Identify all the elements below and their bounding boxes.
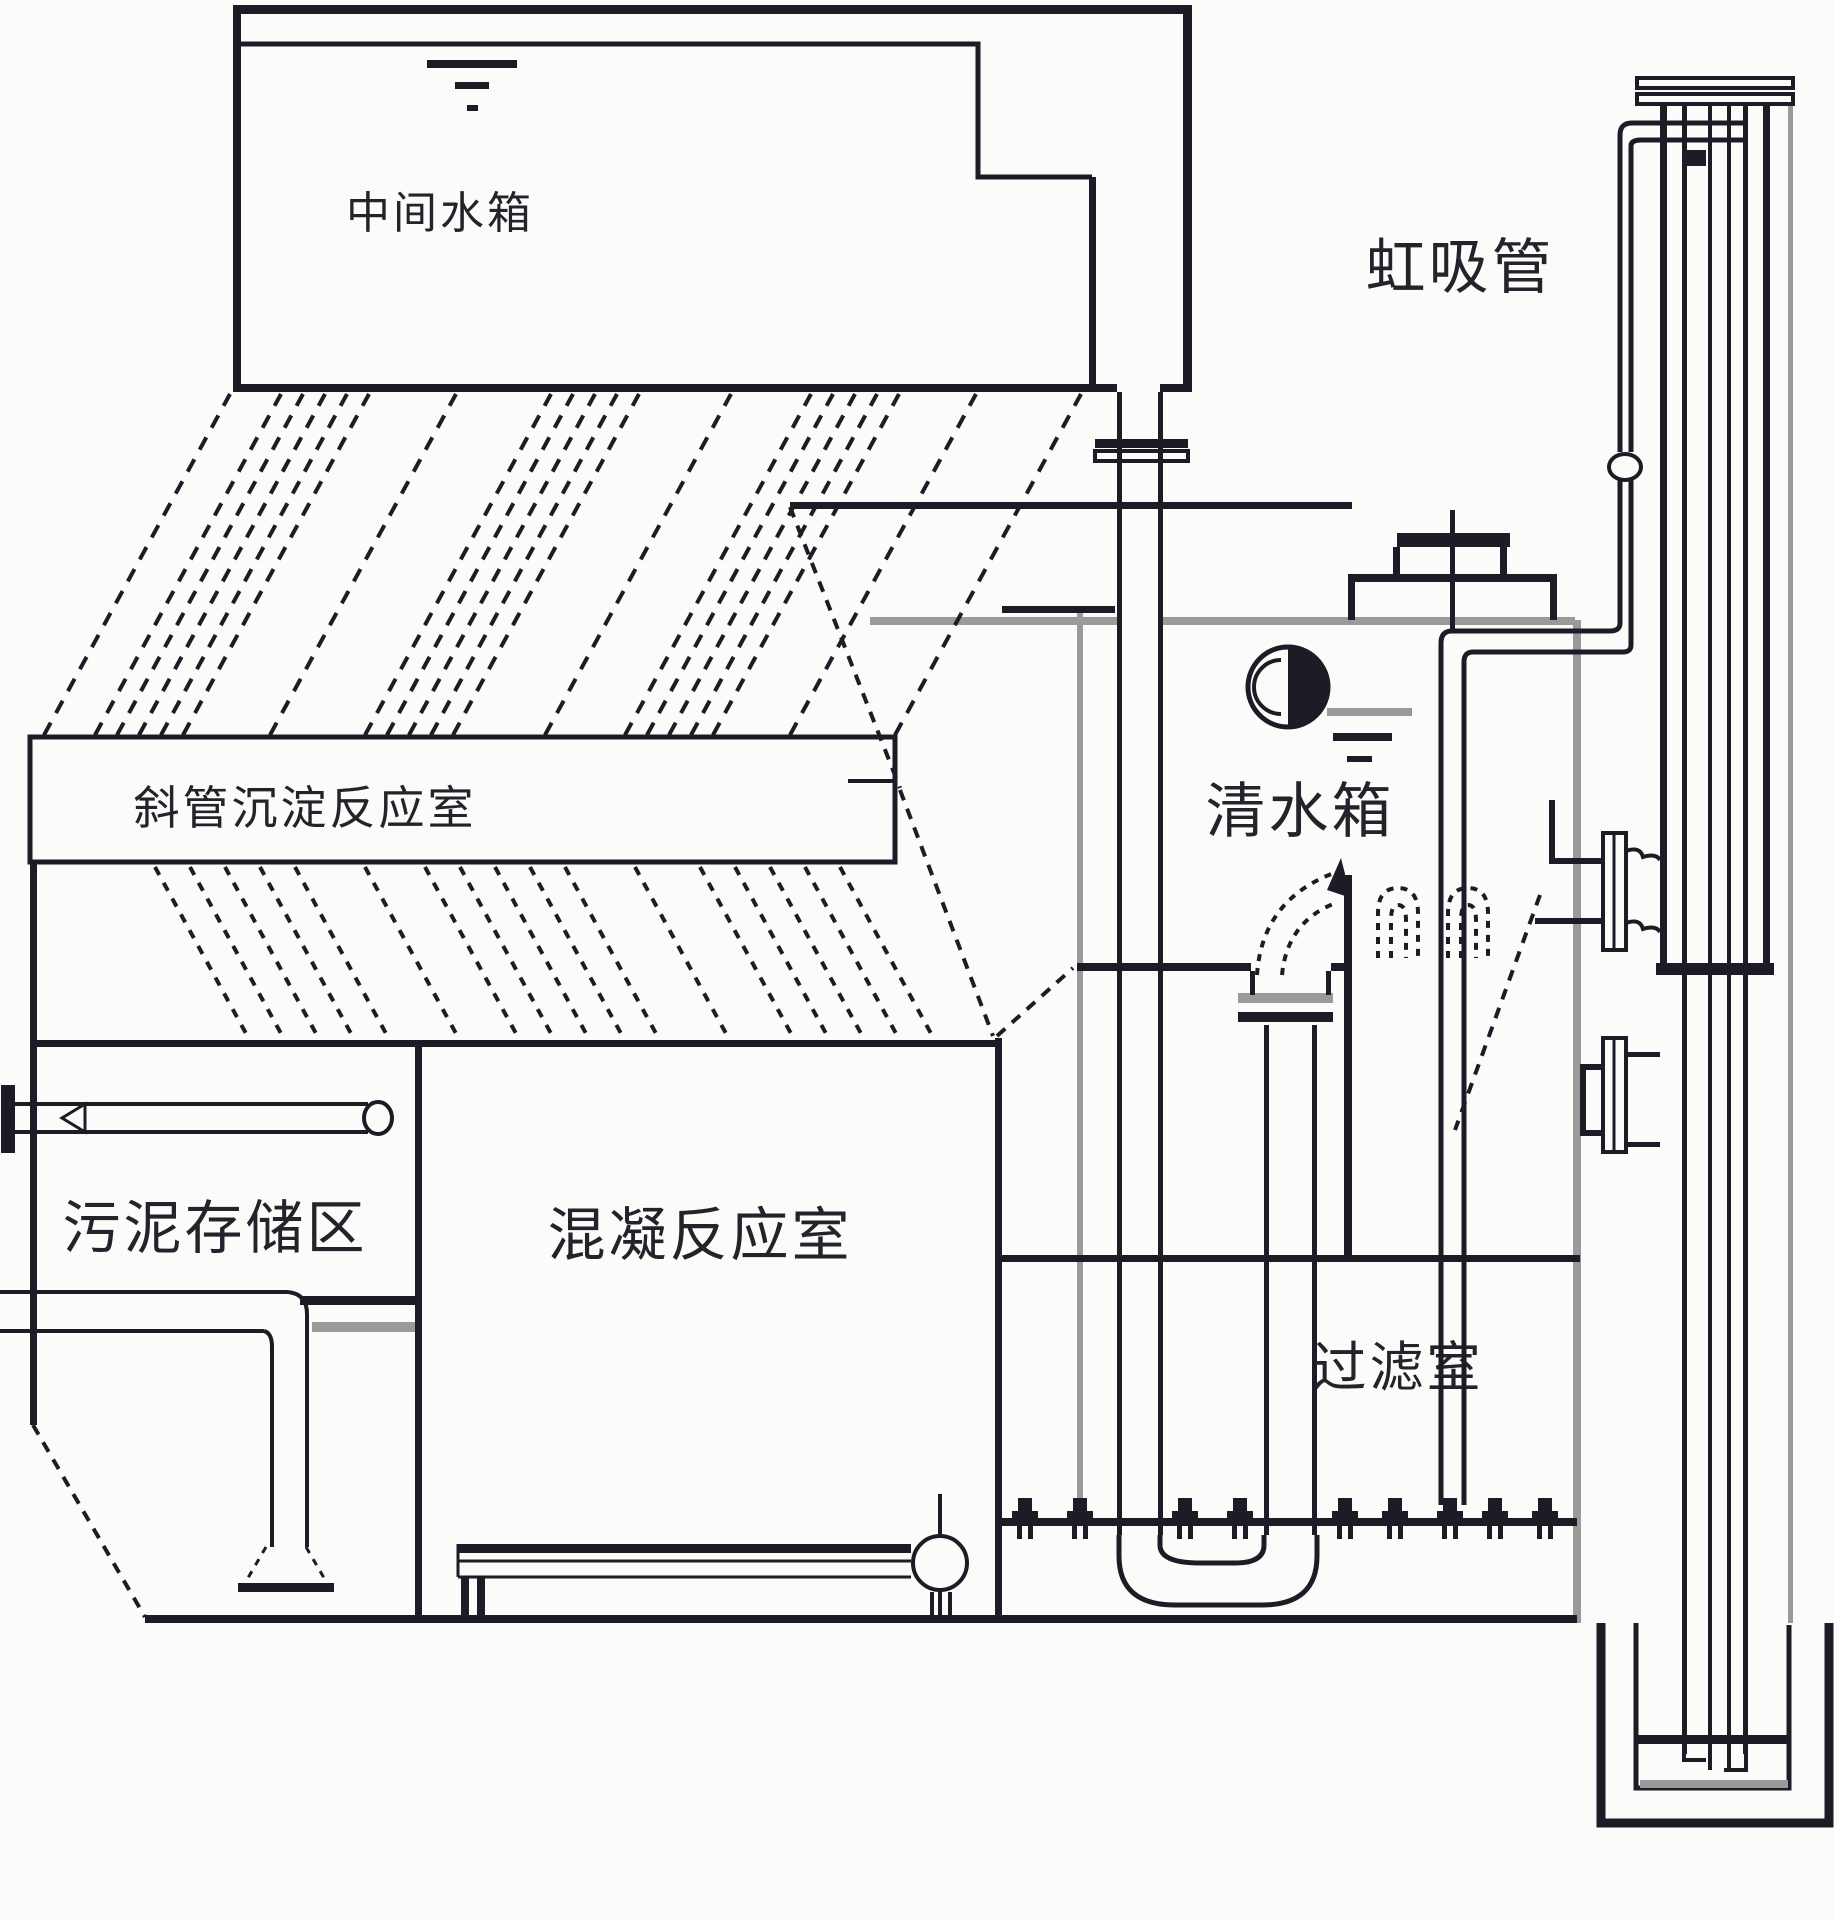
clean-tank-floor-left: [1077, 963, 1251, 971]
pipe-flange-icon: [1238, 1012, 1333, 1022]
well-outer-wall: [1596, 1623, 1834, 1828]
drain-pipe-gray-bar: [312, 1322, 418, 1332]
sludge-storage-label: 污泥存储区: [62, 1196, 367, 1261]
gray-guides: [312, 104, 1793, 1623]
siphon-pedestal: [1348, 510, 1557, 630]
sleeve-bottom: [1656, 963, 1774, 975]
inner-partition-wall: [1077, 612, 1083, 1520]
clean-tank-floor-right: [1331, 963, 1346, 971]
lower-flange-connection: [1580, 1036, 1660, 1154]
valve-stub-icon: [1684, 150, 1706, 166]
sludge-collection-pipe: [1, 1085, 394, 1153]
pipe-cross-section-icon: [911, 1534, 969, 1592]
tank-bottom: [233, 384, 1117, 392]
bell-mouth-outlet-icon: [238, 1583, 334, 1592]
overflow-arch-icons: [1376, 885, 1490, 958]
tank-inner-lip: [241, 41, 1092, 180]
inclined-tube-chamber: 斜管沉淀反应室: [27, 734, 898, 865]
nozzle-plate: [998, 1518, 1577, 1526]
transition-boundaries: [31, 506, 1542, 1619]
coagulation-left-wall: [415, 1043, 422, 1620]
tank-left-wall: [233, 5, 241, 392]
u-bend-inner: [1157, 1535, 1267, 1566]
tank-bottom-right: [1160, 384, 1192, 392]
base-floor: [145, 1615, 1577, 1623]
u-tube-outlet: [1116, 971, 1333, 1608]
tank-top-wall: [233, 5, 1192, 14]
filter-top-line: [998, 1255, 1580, 1262]
intermediate-tank-label: 中间水箱: [346, 189, 534, 238]
discharge-well: [1596, 1623, 1834, 1828]
pipe-union-icon: [1607, 452, 1643, 482]
filter-right-wall: [1573, 620, 1581, 1623]
dashed-flow-arrow-icon: [1255, 858, 1351, 976]
sludge-storage-area: 污泥存储区: [0, 862, 418, 1592]
pipe-flange-icon: [1, 1085, 15, 1153]
sludge-drain-pipe: [0, 1290, 418, 1592]
pipe-flange-icon: [1095, 439, 1188, 448]
coagulation-chamber: 混凝反应室: [37, 1038, 1002, 1620]
clean-tank-weir-wall: [1344, 875, 1352, 1258]
clean-tank-top-wall: [790, 502, 1352, 509]
reducer-cone-icon: [59, 1101, 87, 1135]
water-level-icon: [427, 60, 517, 111]
siphon-pipe-assembly: 虹吸管: [1366, 76, 1795, 1772]
siphon-top-plate: [1635, 76, 1795, 90]
pipe-round-cap-icon: [362, 1100, 394, 1136]
clean-tank-level-gray-bar: [1327, 708, 1412, 716]
coagulation-right-wall: [995, 1038, 1002, 1620]
inclined-tube-hatching-upper: [42, 393, 1083, 736]
clean-water-tank: 清水箱: [790, 502, 1490, 1608]
clean-water-tank-label: 清水箱: [1206, 779, 1395, 845]
intermediate-tank: 中间水箱: [233, 5, 1192, 392]
siphon-shade-line: [1788, 104, 1793, 1623]
filter-chamber-label: 过滤室: [1313, 1338, 1484, 1398]
inclined-tube-hatching-lower: [153, 866, 936, 1040]
siphon-pipe-label: 虹吸管: [1366, 235, 1555, 301]
clean-tank-water-line: [870, 617, 1575, 625]
siphon-riser-pipe: [1438, 120, 1747, 1505]
well-water-line: [1637, 1735, 1789, 1744]
coagulation-chamber-label: 混凝反应室: [547, 1203, 852, 1268]
tank-outlet-wall: [1089, 177, 1096, 392]
filter-chamber: 过滤室: [145, 1255, 1580, 1623]
well-inner-wall: [1633, 1623, 1792, 1791]
left-outer-wall: [30, 862, 37, 1425]
partition-cap-line: [1002, 606, 1115, 613]
u-bend-outer: [1116, 1535, 1320, 1608]
u-tube-flange-gray-bar: [1238, 993, 1333, 1003]
pedestal-cap: [1397, 533, 1510, 547]
mixing-distribution-pipe: [456, 1494, 969, 1619]
inclined-tube-chamber-label: 斜管沉淀反应室: [134, 783, 477, 834]
tank-right-wall: [1183, 5, 1192, 392]
upper-flange-connection: [1535, 800, 1662, 952]
coagulation-top-wall: [37, 1040, 1002, 1047]
